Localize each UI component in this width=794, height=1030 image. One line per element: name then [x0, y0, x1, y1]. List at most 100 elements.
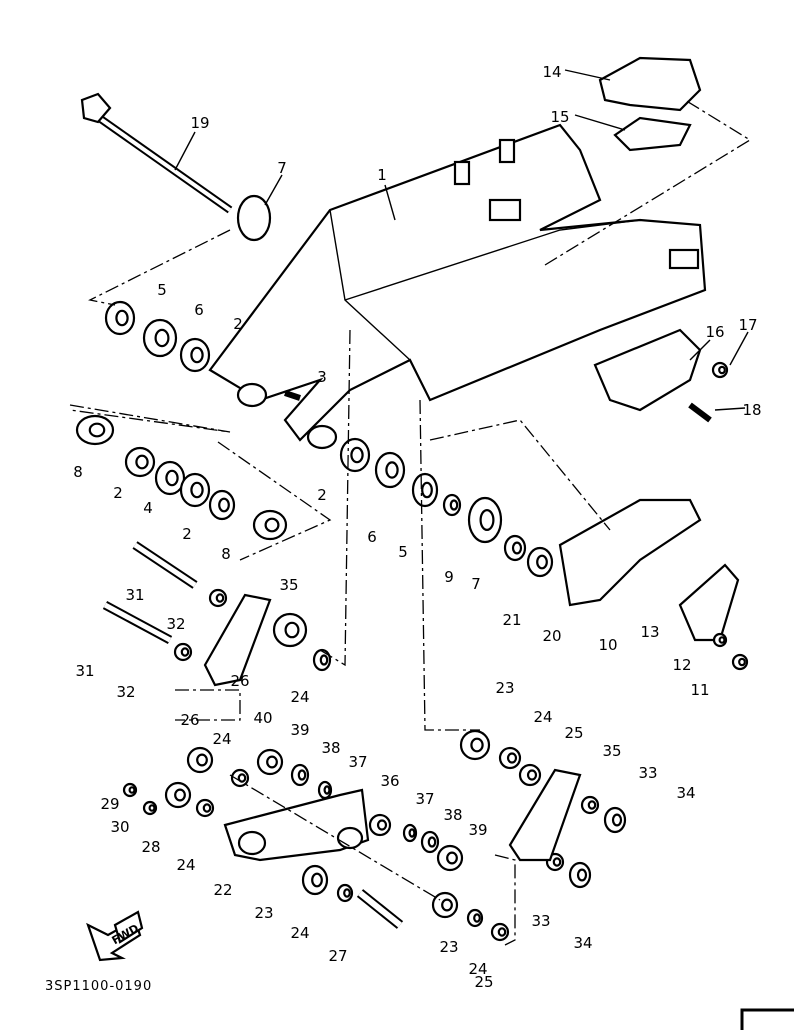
- bore-hole: [350, 446, 364, 464]
- bore-hole: [311, 872, 323, 888]
- part-label-8: 8: [73, 463, 83, 481]
- bore-hole: [506, 752, 518, 764]
- part-label-2: 2: [113, 484, 123, 502]
- part-label-20: 20: [542, 627, 561, 645]
- bore-hole: [115, 309, 129, 327]
- bushings-and-bearings: [75, 300, 749, 942]
- chain-support-16: [558, 328, 740, 642]
- part-label-34: 34: [676, 784, 695, 802]
- page-tab-corner: [740, 1008, 794, 1030]
- bore-hole: [385, 461, 399, 479]
- bore-hole: [174, 788, 186, 802]
- bore-hole: [536, 554, 548, 570]
- fwd-arrow-icon: FWD: [86, 910, 144, 962]
- bore-hole: [473, 913, 481, 923]
- bore-hole: [323, 785, 331, 795]
- part-label-6: 6: [194, 301, 204, 319]
- part-label-37: 37: [348, 753, 367, 771]
- bore-hole: [88, 422, 106, 438]
- part-label-23: 23: [439, 938, 458, 956]
- part-label-37: 37: [415, 790, 434, 808]
- part-label-22: 22: [213, 881, 232, 899]
- part-label-9: 9: [444, 568, 454, 586]
- part-label-3: 3: [317, 368, 327, 386]
- bore-hole: [128, 786, 136, 794]
- part-label-33: 33: [531, 912, 550, 930]
- part-label-15: 15: [550, 108, 569, 126]
- bore-hole: [135, 454, 149, 470]
- bore-hole: [611, 813, 623, 827]
- part-label-7: 7: [471, 575, 481, 593]
- part-label-4: 4: [143, 499, 153, 517]
- part-label-24: 24: [212, 730, 231, 748]
- part-label-40: 40: [253, 709, 272, 727]
- part-label-14: 14: [542, 63, 561, 81]
- bore-hole: [148, 804, 156, 812]
- part-label-27: 27: [328, 947, 347, 965]
- bore-hole: [196, 753, 208, 767]
- part-label-13: 13: [640, 623, 659, 641]
- drawing-code: 3SP1100-0190: [45, 979, 152, 994]
- part-label-10: 10: [598, 636, 617, 654]
- part-label-18: 18: [742, 401, 761, 419]
- bore-hole: [446, 851, 458, 865]
- label-leaders: [174, 69, 749, 411]
- part-label-5: 5: [157, 281, 167, 299]
- part-label-5: 5: [398, 543, 408, 561]
- bore-hole: [284, 621, 300, 639]
- bore-hole: [215, 593, 225, 603]
- part-label-33: 33: [638, 764, 657, 782]
- bore-hole: [154, 328, 170, 348]
- bore-hole: [297, 769, 307, 781]
- part-label-24: 24: [176, 856, 195, 874]
- part-label-39: 39: [290, 721, 309, 739]
- bore-hole: [526, 769, 538, 781]
- part-label-1: 1: [377, 166, 387, 184]
- part-label-25: 25: [564, 724, 583, 742]
- bolts: [102, 390, 712, 929]
- part-label-2: 2: [233, 315, 243, 333]
- bore-hole: [587, 800, 597, 810]
- bore-hole: [479, 509, 495, 532]
- bore-hole: [511, 541, 523, 555]
- part-label-7: 7: [277, 159, 287, 177]
- part-label-23: 23: [254, 904, 273, 922]
- bore-hole: [264, 517, 280, 533]
- bore-hole: [576, 868, 588, 882]
- bore-hole: [202, 803, 212, 813]
- part-label-38: 38: [443, 806, 462, 824]
- bore-hole: [408, 828, 416, 838]
- chain-guide-14-15: [598, 56, 702, 152]
- bore-hole: [449, 499, 459, 511]
- leader-lines: [69, 99, 752, 946]
- part-label-34: 34: [573, 934, 592, 952]
- bore-hole: [190, 346, 204, 364]
- part-label-32: 32: [116, 683, 135, 701]
- part-label-26: 26: [230, 672, 249, 690]
- bore-hole: [266, 755, 278, 769]
- part-label-38: 38: [321, 739, 340, 757]
- part-label-8: 8: [221, 545, 231, 563]
- part-label-24: 24: [533, 708, 552, 726]
- part-label-32: 32: [166, 615, 185, 633]
- bore-hole: [165, 469, 179, 487]
- part-label-17: 17: [738, 316, 757, 334]
- part-label-31: 31: [75, 662, 94, 680]
- part-label-6: 6: [367, 528, 377, 546]
- swingarm-part-1: [208, 123, 707, 450]
- connecting-rods-35: [203, 593, 582, 862]
- part-label-12: 12: [672, 656, 691, 674]
- part-label-2: 2: [182, 525, 192, 543]
- bore-hole: [470, 737, 484, 753]
- part-label-26: 26: [180, 711, 199, 729]
- part-label-21: 21: [502, 611, 521, 629]
- part-label-16: 16: [705, 323, 724, 341]
- part-label-28: 28: [141, 838, 160, 856]
- bore-hole: [441, 898, 453, 912]
- bore-hole: [497, 927, 507, 937]
- part-label-29: 29: [100, 795, 119, 813]
- bore-hole: [718, 636, 726, 644]
- bore-hole: [343, 888, 351, 898]
